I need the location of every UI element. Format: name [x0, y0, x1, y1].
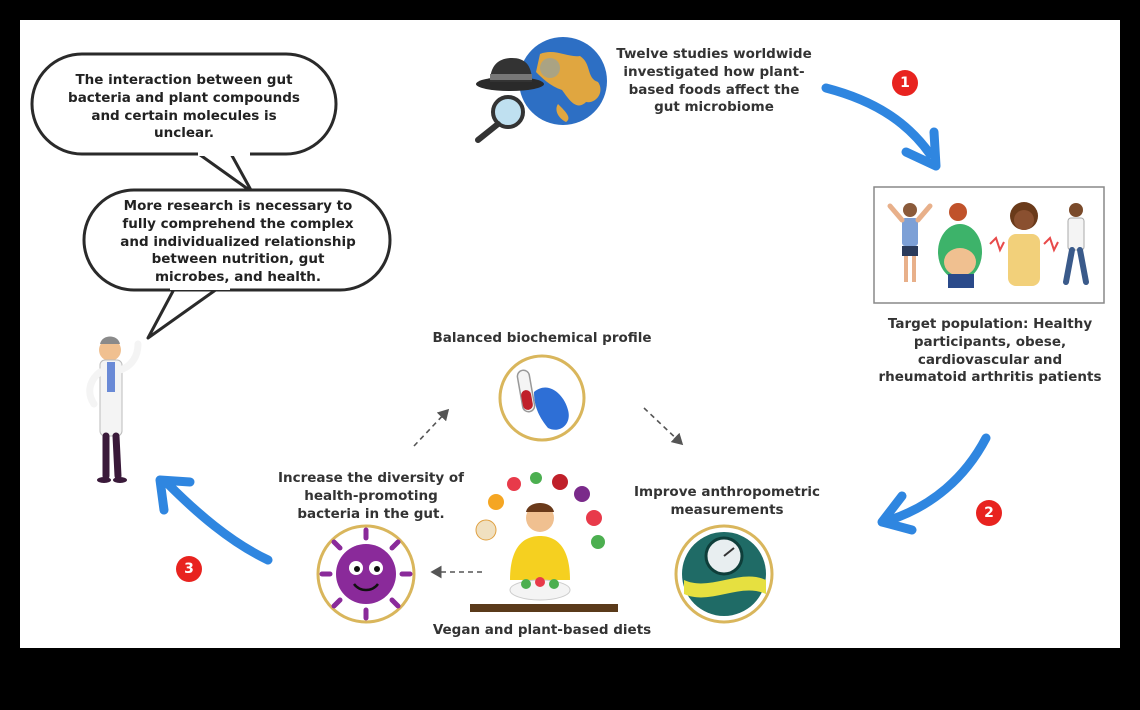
arrow-step-1 [821, 83, 935, 159]
scale-tape-icon [674, 524, 774, 624]
diagram-graphics [30, 37, 1105, 624]
step-badge-2: 2 [976, 500, 1002, 526]
detective-hat-icon [476, 58, 544, 91]
intro-text: Twelve studies worldwide investigated ho… [616, 46, 812, 116]
people-illustration [873, 186, 1105, 304]
globe-icon [519, 37, 607, 125]
bacteria-icon [316, 524, 416, 624]
vegan-diets-label: Vegan and plant-based diets [432, 622, 652, 638]
diagram-canvas: The interaction between gut bacteria and… [20, 20, 1120, 648]
speech-bubble-bottom [82, 188, 392, 340]
speech-bubble-top [30, 52, 338, 194]
anthropometric-label: Improve anthropometric measurements [634, 484, 820, 518]
bacteria-diversity-label: Increase the diversity of health-promoti… [277, 470, 465, 522]
step-badge-1: 1 [892, 70, 918, 96]
arrow-step-2 [885, 433, 991, 525]
bubble-top-text: The interaction between gut bacteria and… [68, 72, 300, 142]
balanced-biochemical-label: Balanced biochemical profile [432, 330, 652, 346]
scientist-figure [86, 336, 142, 483]
person-eating-salad [470, 472, 618, 612]
blood-sample-icon [498, 354, 586, 442]
bubble-bottom-text: More research is necessary to fully comp… [120, 198, 356, 286]
step-badge-3: 3 [176, 556, 202, 582]
target-population-text: Target population: Healthy participants,… [878, 316, 1102, 386]
magnifier-icon [475, 95, 525, 143]
arrow-step-3 [163, 479, 273, 565]
